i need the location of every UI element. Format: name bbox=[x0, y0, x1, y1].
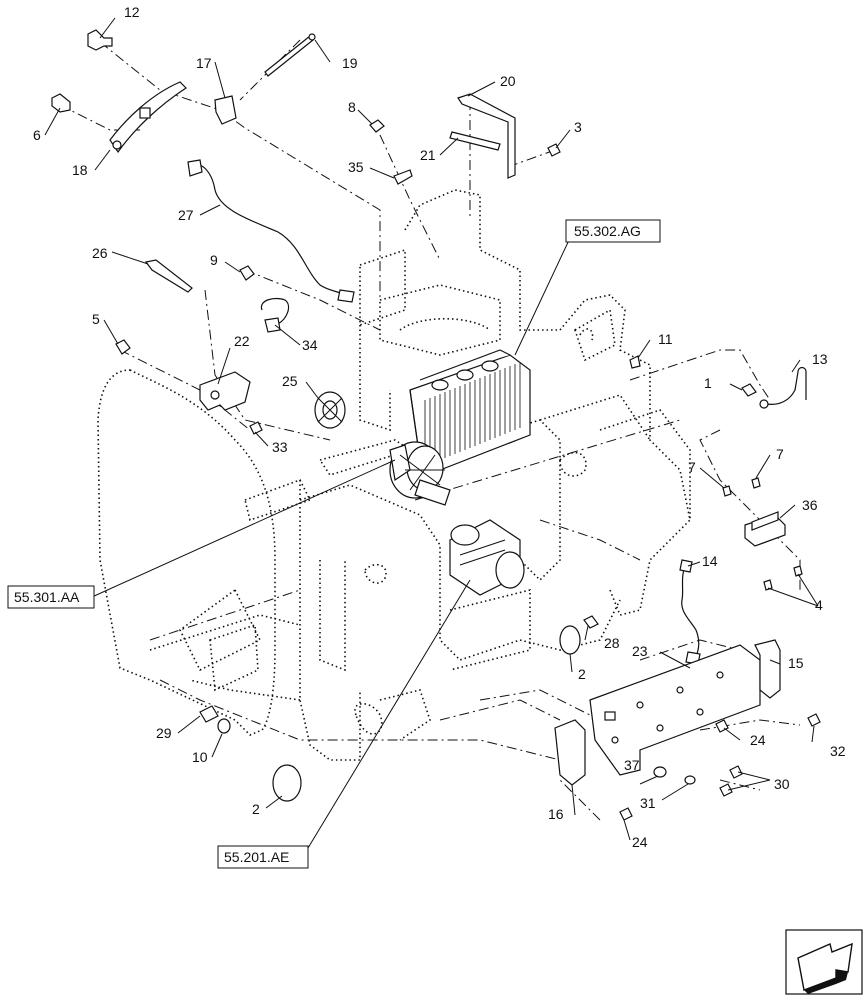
oring-2b bbox=[272, 764, 302, 802]
clip-29 bbox=[199, 705, 219, 723]
pulley-25 bbox=[314, 391, 346, 429]
callout-3: 3 bbox=[574, 119, 582, 135]
cable-27 bbox=[187, 159, 355, 303]
callout-22: 22 bbox=[234, 333, 250, 349]
callout-11: 11 bbox=[658, 331, 673, 347]
callout-6: 6 bbox=[33, 127, 41, 143]
reference-box-55-201-ae[interactable]: 55.201.AE bbox=[217, 845, 309, 869]
callout-17: 17 bbox=[196, 55, 212, 71]
callout-26: 26 bbox=[92, 245, 108, 261]
callout-9: 9 bbox=[210, 252, 218, 268]
reference-box-55-301-aa[interactable]: 55.301.AA bbox=[7, 585, 95, 609]
callout-31: 31 bbox=[640, 795, 656, 811]
bolt-26 bbox=[144, 259, 193, 293]
grommet-10 bbox=[217, 718, 231, 734]
bracket-16 bbox=[554, 719, 586, 786]
callout-29: 29 bbox=[156, 725, 172, 741]
strap-18 bbox=[109, 81, 187, 154]
callout-18: 18 bbox=[72, 162, 88, 178]
alternator-assembly bbox=[389, 441, 451, 506]
callout-25: 25 bbox=[282, 373, 298, 389]
rod-19 bbox=[264, 33, 316, 77]
callout-labels: 12 19 17 6 18 8 20 3 21 35 27 26 9 5 34 … bbox=[33, 4, 846, 850]
callout-35: 35 bbox=[348, 159, 364, 175]
nut-28 bbox=[583, 615, 599, 629]
callout-7a: 7 bbox=[688, 459, 696, 475]
callout-13: 13 bbox=[812, 351, 828, 367]
left-side-panel bbox=[97, 369, 276, 736]
callout-33: 33 bbox=[272, 439, 288, 455]
callout-7b: 7 bbox=[776, 446, 784, 462]
screw-4b bbox=[793, 565, 803, 577]
starter-motor-assembly bbox=[449, 519, 525, 596]
bolt-12 bbox=[87, 29, 113, 51]
nut-9 bbox=[239, 265, 255, 281]
callout-34: 34 bbox=[302, 337, 318, 353]
screw-7a bbox=[722, 485, 732, 497]
callout-16: 16 bbox=[548, 806, 564, 822]
plate-23 bbox=[589, 644, 761, 776]
clamp-17 bbox=[214, 95, 237, 125]
callout-8: 8 bbox=[348, 99, 356, 115]
callout-1: 1 bbox=[704, 375, 712, 391]
screw-30b bbox=[719, 783, 733, 797]
callout-23: 23 bbox=[632, 643, 648, 659]
washer-31 bbox=[684, 775, 696, 785]
cable-34 bbox=[260, 297, 290, 333]
callout-37: 37 bbox=[624, 757, 640, 773]
nut-5 bbox=[115, 339, 131, 355]
nut-24b bbox=[619, 807, 633, 821]
callout-36: 36 bbox=[802, 497, 818, 513]
callout-19: 19 bbox=[342, 55, 358, 71]
plate-21 bbox=[449, 131, 501, 151]
callout-12: 12 bbox=[124, 4, 140, 20]
screw-30a bbox=[729, 765, 743, 779]
nut-33 bbox=[249, 421, 263, 435]
leader-lines bbox=[44, 17, 819, 849]
frame-11-marker bbox=[629, 355, 641, 369]
callout-5: 5 bbox=[92, 311, 100, 327]
callout-20: 20 bbox=[500, 73, 516, 89]
bracket-22 bbox=[199, 371, 251, 411]
reference-label: 55.201.AE bbox=[224, 849, 289, 865]
callout-30: 30 bbox=[774, 776, 790, 792]
bolt-8 bbox=[369, 119, 385, 133]
screw-7b bbox=[751, 477, 761, 489]
callout-15: 15 bbox=[788, 655, 804, 671]
callout-28: 28 bbox=[604, 635, 620, 651]
main-frame bbox=[149, 189, 691, 761]
nut-1 bbox=[741, 383, 757, 397]
callout-2b: 2 bbox=[252, 801, 260, 817]
next-page-arrow-icon[interactable] bbox=[785, 929, 863, 995]
module-36 bbox=[744, 511, 786, 547]
screw-4a bbox=[763, 579, 773, 591]
callout-14: 14 bbox=[702, 553, 718, 569]
callout-32: 32 bbox=[830, 743, 846, 759]
bracket-13 bbox=[759, 366, 807, 409]
tie-35 bbox=[393, 169, 413, 185]
callout-21: 21 bbox=[420, 147, 436, 163]
callout-24a: 24 bbox=[750, 732, 766, 748]
callout-27: 27 bbox=[178, 207, 194, 223]
callout-10: 10 bbox=[192, 749, 208, 765]
callout-2a: 2 bbox=[578, 666, 586, 682]
bolt-6 bbox=[51, 93, 71, 113]
screw-32 bbox=[807, 713, 821, 727]
reference-label: 55.301.AA bbox=[14, 589, 80, 605]
bracket-15 bbox=[754, 639, 781, 699]
reference-label: 55.302.AG bbox=[574, 223, 641, 239]
battery-assembly bbox=[409, 349, 531, 471]
cable-14 bbox=[679, 559, 701, 665]
nut-37 bbox=[653, 766, 667, 778]
callout-4: 4 bbox=[815, 597, 823, 613]
oring-2a bbox=[559, 625, 581, 655]
bracket-20 bbox=[457, 93, 516, 179]
callout-24b: 24 bbox=[632, 834, 648, 850]
reference-box-55-302-ag[interactable]: 55.302.AG bbox=[565, 219, 661, 243]
